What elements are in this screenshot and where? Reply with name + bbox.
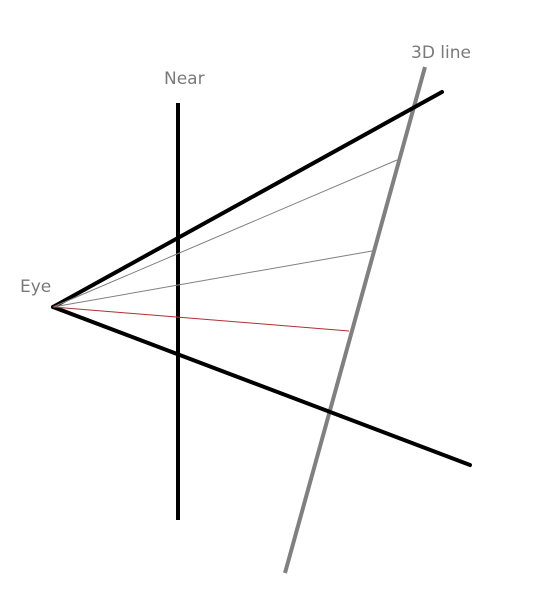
ray-2 xyxy=(52,250,373,308)
near-label: Near xyxy=(164,69,205,89)
frustum-bottom-edge xyxy=(51,305,472,467)
eye-label: Eye xyxy=(20,277,51,297)
frustum-top-edge xyxy=(51,90,444,309)
line-3d xyxy=(283,66,427,574)
highlight-ray xyxy=(52,306,350,332)
line3d-label: 3D line xyxy=(411,43,471,63)
ray-1 xyxy=(52,159,398,308)
